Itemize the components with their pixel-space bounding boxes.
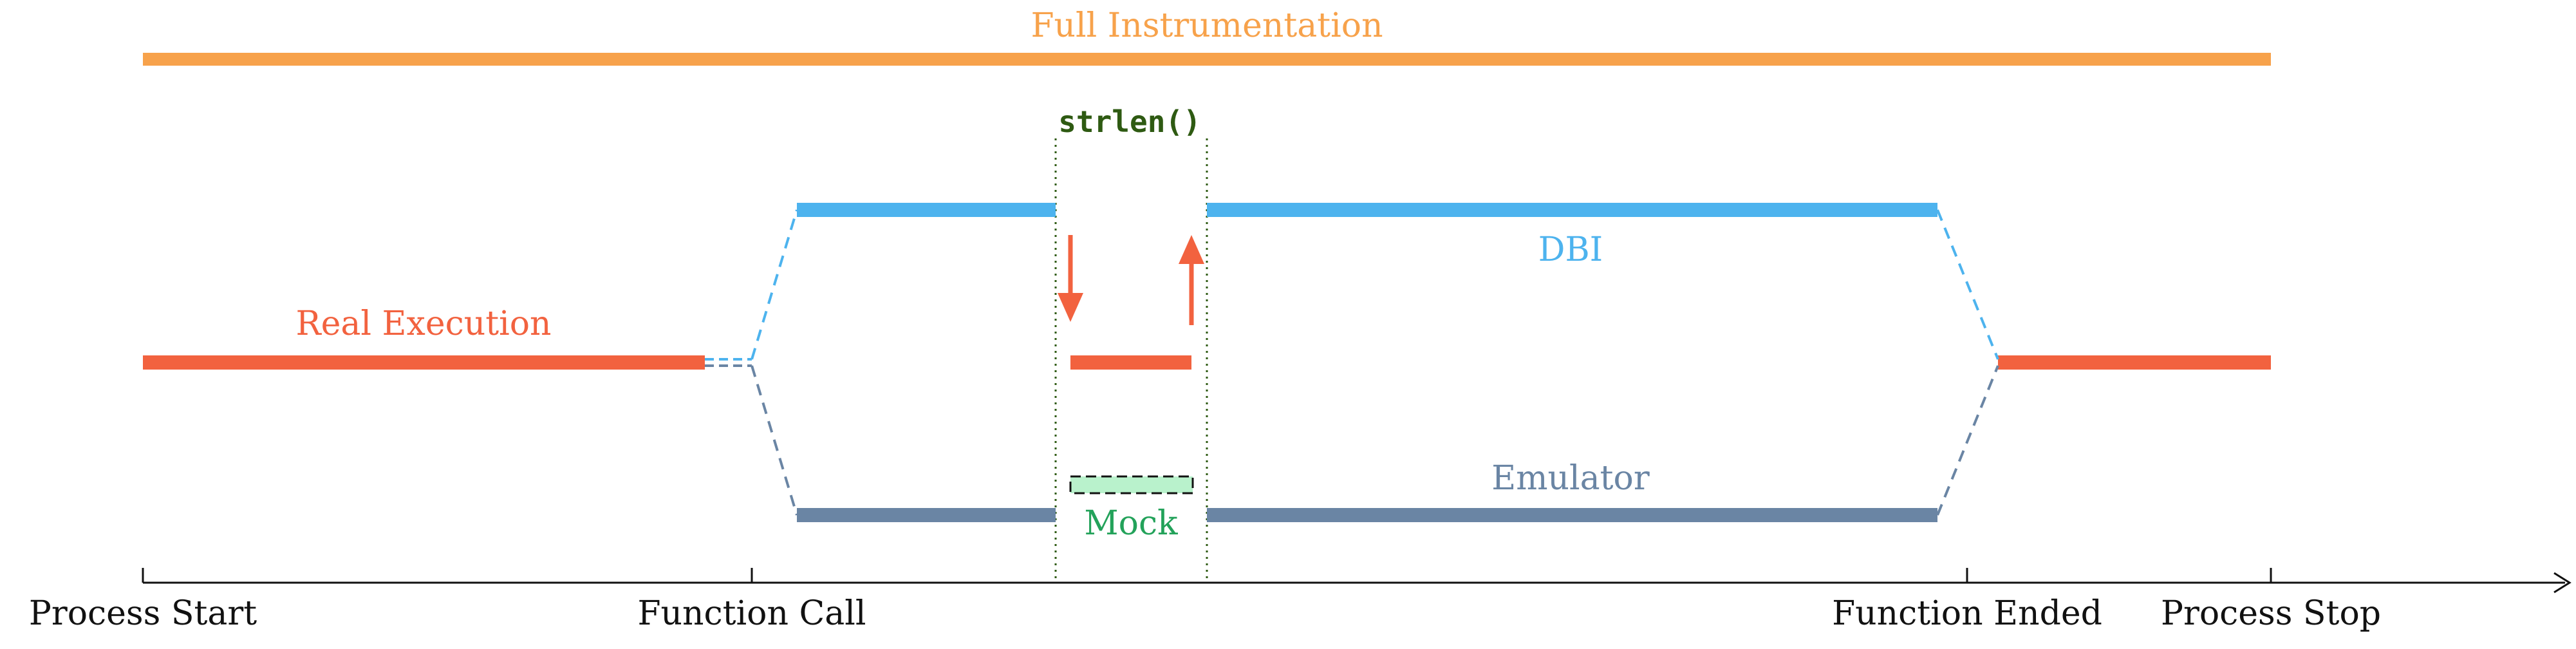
tick-label-process-start: Process Start xyxy=(29,594,257,633)
dbi-bar-left-segment xyxy=(797,203,1056,217)
tick-label-process-stop: Process Stop xyxy=(2161,594,2381,633)
dbi-bar-right-segment xyxy=(1207,203,1937,217)
real-execution-bar-start xyxy=(143,355,705,370)
dbi-exit-connector xyxy=(1936,209,1999,360)
down-arrow xyxy=(1058,235,1083,322)
mock-label: Mock xyxy=(1084,504,1178,543)
full-instrumentation-label: Full Instrumentation xyxy=(1031,6,1383,45)
tick-label-function-call: Function Call xyxy=(637,594,866,633)
real-execution-bar-end xyxy=(1998,355,2271,370)
timeline-axis-arrowhead xyxy=(2553,572,2571,594)
emulator-label: Emulator xyxy=(1491,459,1650,498)
emulator-bar-right-segment xyxy=(1207,508,1937,522)
dbi-label: DBI xyxy=(1538,230,1603,269)
real-execution-bar-strlen xyxy=(1070,355,1191,370)
full-instrumentation-bar xyxy=(143,53,2271,66)
up-arrow xyxy=(1179,235,1204,325)
strlen-label: strlen() xyxy=(1058,104,1201,139)
emulator-entry-connector xyxy=(751,365,798,516)
emulator-bar-left-segment xyxy=(797,508,1056,522)
real-execution-label: Real Execution xyxy=(295,305,551,343)
dbi-entry-connector xyxy=(751,209,798,360)
tick-label-function-ended: Function Ended xyxy=(1832,594,2102,633)
mock-box xyxy=(1069,475,1194,494)
emulator-exit-connector xyxy=(1936,365,1999,516)
